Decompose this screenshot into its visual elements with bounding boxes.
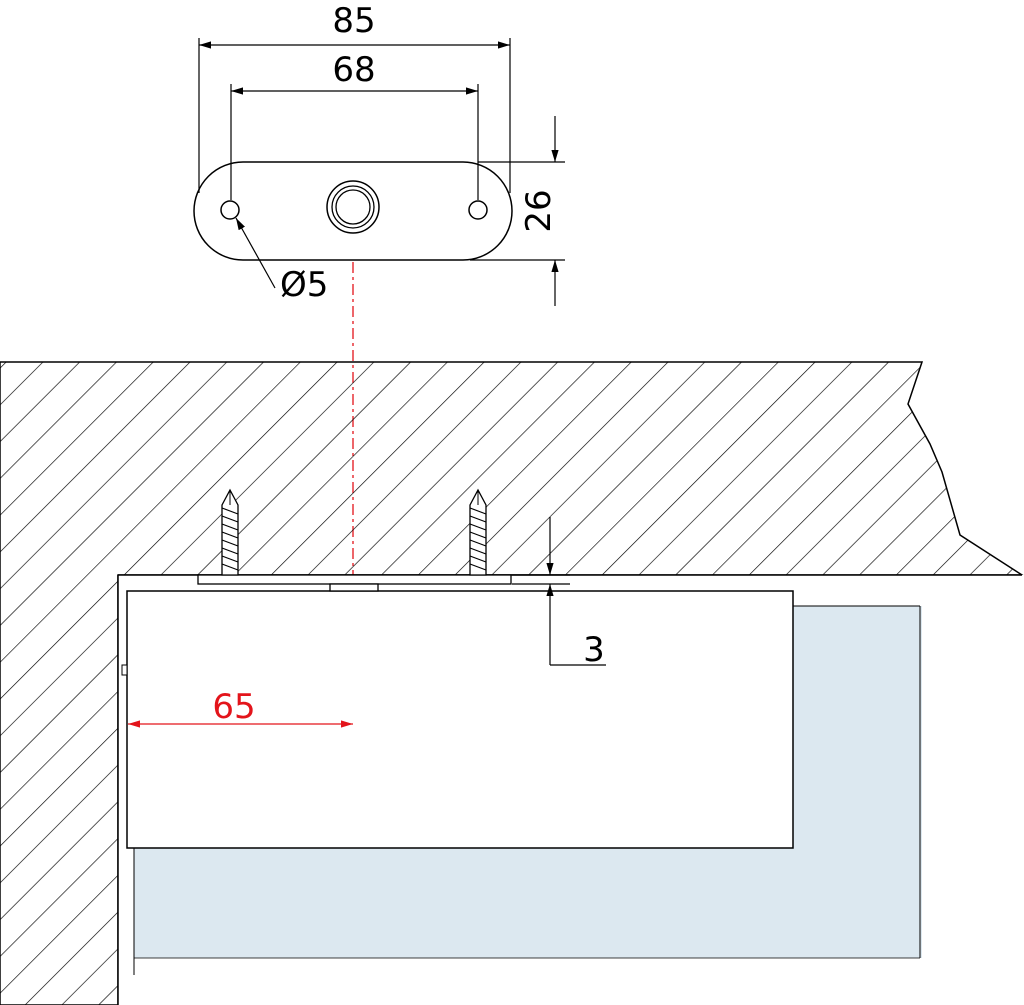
right-screw-hole — [468, 200, 488, 220]
dimension-3: 3 — [512, 517, 606, 670]
left-screw — [221, 488, 239, 576]
dimension-65-label: 65 — [212, 687, 255, 727]
clamp-body — [126, 590, 794, 849]
plate-section — [197, 574, 512, 592]
dimension-85-label: 85 — [332, 1, 375, 41]
dimension-hole-diameter: Ø5 — [235, 217, 328, 305]
dimension-3-label: 3 — [583, 630, 605, 670]
dimension-26: 26 — [470, 116, 565, 306]
center-boss — [326, 180, 380, 234]
left-screw-hole — [220, 200, 240, 220]
dimension-68-label: 68 — [332, 50, 375, 90]
wall-ceiling-section — [0, 361, 1024, 1005]
right-screw — [469, 488, 487, 576]
dimension-65: 65 — [128, 687, 353, 728]
hole-diameter-label: Ø5 — [280, 265, 328, 305]
plate-top-view — [193, 161, 513, 261]
dimension-85: 85 — [198, 1, 511, 193]
dimension-26-label: 26 — [519, 189, 559, 232]
clamp-side-detail — [121, 664, 128, 676]
dimension-68: 68 — [230, 50, 479, 200]
